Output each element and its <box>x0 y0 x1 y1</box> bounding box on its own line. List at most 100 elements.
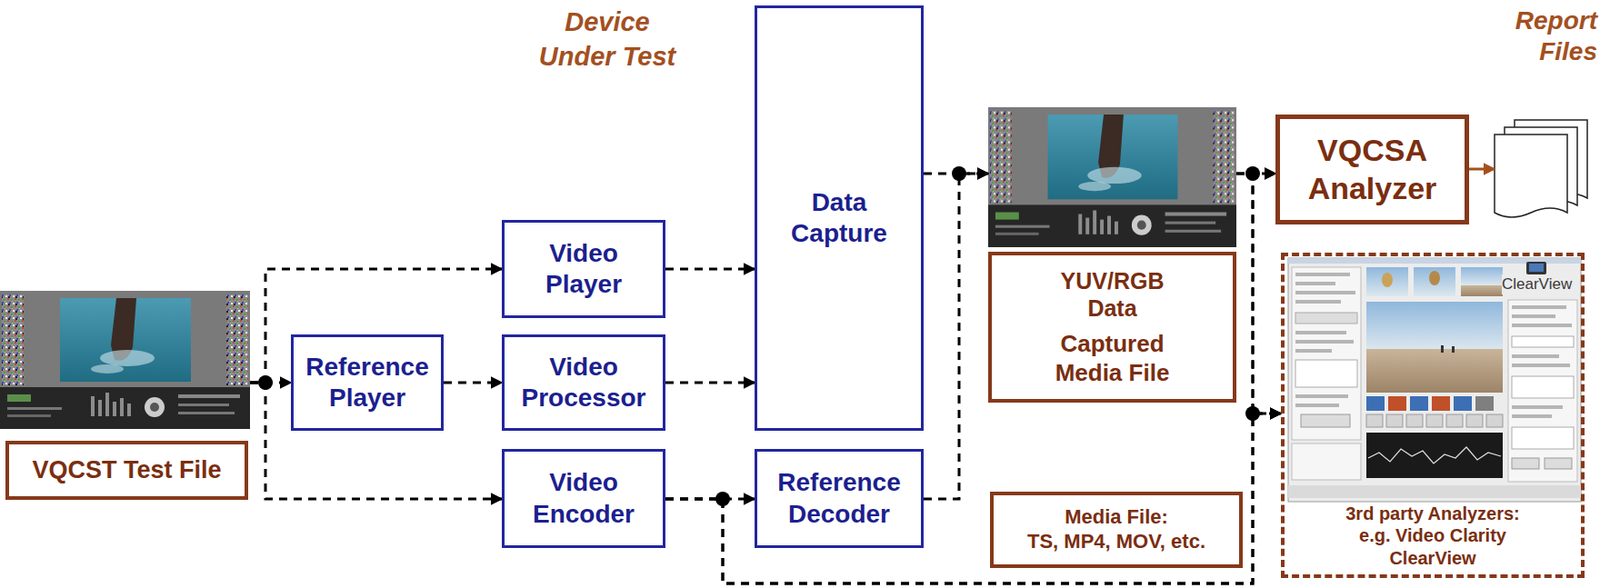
analyzer-screenshot <box>1295 300 1341 304</box>
analyzer-screenshot <box>1295 403 1340 408</box>
flow-arrow <box>923 173 989 500</box>
analyzer-screenshot <box>1486 414 1503 428</box>
analyzer-screenshot <box>1295 349 1332 353</box>
analyzer-screenshot <box>1529 263 1544 272</box>
box-label: TS, MP4, MOV, etc. <box>1027 530 1206 555</box>
box-label: Reference Decoder <box>770 467 908 530</box>
analyzer-screenshot <box>1295 290 1356 295</box>
box-label: Video Encoder <box>515 467 652 530</box>
process-box: Video Processor <box>501 334 666 431</box>
flow-arrow <box>665 268 755 271</box>
media-file-box: Media File:TS, MP4, MOV, etc. <box>990 491 1243 569</box>
process-box: Video Encoder <box>501 449 666 549</box>
analyzer-screenshot <box>1291 443 1361 480</box>
analyzer-screenshot <box>1446 414 1463 428</box>
analyzer-screenshot <box>1406 414 1423 428</box>
analyzer-screenshot <box>1295 281 1336 286</box>
analyzer-screenshot <box>1511 458 1540 470</box>
analyzer-screenshot <box>1366 432 1503 479</box>
process-box: Reference Player <box>290 334 444 431</box>
flow-arrow <box>1469 168 1495 171</box>
analyzer-screenshot <box>1295 272 1358 428</box>
analyzer-screenshot <box>1511 305 1567 310</box>
analyzer-screenshot <box>1431 396 1450 411</box>
analyzer-screenshot <box>1388 396 1407 411</box>
analyzer-screenshot <box>1511 363 1570 368</box>
analyzer-screenshot <box>1453 396 1472 411</box>
captured-media-node: YUV/RGB DataCaptured Media File <box>988 107 1237 403</box>
analyzer-screenshot <box>1366 301 1503 351</box>
flow-arrow <box>665 413 1281 584</box>
analyzer-screenshot <box>1451 346 1455 353</box>
analyzer-screenshot <box>1511 305 1574 470</box>
analyzer-screenshot <box>1544 458 1572 470</box>
analyzer-screenshot <box>1511 376 1574 399</box>
video-thumbnail <box>0 290 250 430</box>
analyzer-screenshot <box>1511 405 1563 410</box>
analyzer-screenshot <box>1366 349 1503 393</box>
box-label: VQCSA Analyzer <box>1290 131 1455 208</box>
report-pages-icon <box>1494 134 1568 218</box>
label-box: YUV/RGB DataCaptured Media File <box>988 251 1237 403</box>
box-label: Report Files <box>1494 5 1598 68</box>
video-thumbnail <box>988 107 1237 248</box>
analyzer-screenshot <box>1288 258 1581 502</box>
analyzer-screenshot <box>1381 272 1393 288</box>
box-label: VQCST Test File <box>31 455 221 486</box>
analyzer-screenshot <box>1511 314 1556 319</box>
section-heading: Device Under Test <box>534 5 680 74</box>
analyzer-screenshot <box>1426 414 1443 428</box>
box-label: Video Processor <box>515 351 652 414</box>
report-pages-icon <box>1494 120 1588 218</box>
analyzer-screenshot <box>1295 340 1354 344</box>
box-label: Reference Player <box>300 351 434 414</box>
analyzer-screenshot <box>1295 272 1350 277</box>
analyzer-screenshot <box>1291 267 1361 440</box>
flow-arrow <box>443 381 502 385</box>
analyzer-screenshot <box>1410 396 1429 411</box>
analyzer-screenshot <box>1366 396 1385 411</box>
logo-text: ClearView <box>1501 274 1572 295</box>
analyzer-screenshot <box>1511 427 1574 450</box>
test-file-node: VQCST Test File <box>0 290 250 500</box>
box-label: e.g. Video Clarity ClearView <box>1335 524 1531 570</box>
analyzer-screenshot <box>1511 414 1552 419</box>
analyzer-screenshot <box>1366 414 1503 428</box>
analyzer-screenshot <box>1295 360 1358 388</box>
analyzer-box: VQCSA Analyzer <box>1275 114 1470 225</box>
analyzer-screenshot <box>1295 330 1347 335</box>
analyzer-screenshot <box>1288 258 1581 502</box>
analyzer-screenshot <box>1413 267 1456 297</box>
analyzer-screenshot <box>1295 394 1349 399</box>
process-box: Data Capture <box>754 5 924 431</box>
flow-arrow <box>665 381 755 385</box>
box-label: Video Player <box>515 238 652 300</box>
box-label: Captured Media File <box>1040 330 1186 388</box>
box-label: YUV/RGB Data <box>1040 267 1186 323</box>
analyzer-screenshot <box>1295 312 1358 324</box>
analyzer-screenshot <box>1511 323 1572 328</box>
analyzer-screenshot <box>1300 414 1350 428</box>
analyzer-screenshot <box>1366 414 1383 428</box>
analyzer-screenshot <box>1366 396 1494 411</box>
report-files-node: Report Files <box>1494 5 1598 224</box>
analyzer-screenshot <box>1475 396 1494 411</box>
process-box: Reference Decoder <box>754 449 924 549</box>
analyzer-screenshot <box>1460 285 1503 297</box>
analyzer-screenshot <box>1440 345 1444 353</box>
box-label: Media File: <box>1064 505 1169 530</box>
label-box: VQCST Test File <box>5 440 249 500</box>
analyzer-screenshot <box>1460 267 1503 286</box>
analyzer-screenshot <box>1508 300 1578 482</box>
third-party-analyzers-box: 3rd party Analyzers:e.g. Video Clarity C… <box>1280 252 1585 579</box>
flow-arrow <box>1236 173 1281 414</box>
analyzer-screenshot <box>1288 485 1581 499</box>
analyzer-screenshot <box>1511 354 1560 359</box>
box-label: 3rd party Analyzers: <box>1345 502 1520 525</box>
analyzer-screenshot <box>1368 447 1501 464</box>
analyzer-screenshot <box>1511 336 1574 348</box>
analyzer-screenshot <box>1366 267 1409 297</box>
analyzer-screenshot <box>1526 261 1547 275</box>
analyzer-screenshot <box>1386 414 1403 428</box>
